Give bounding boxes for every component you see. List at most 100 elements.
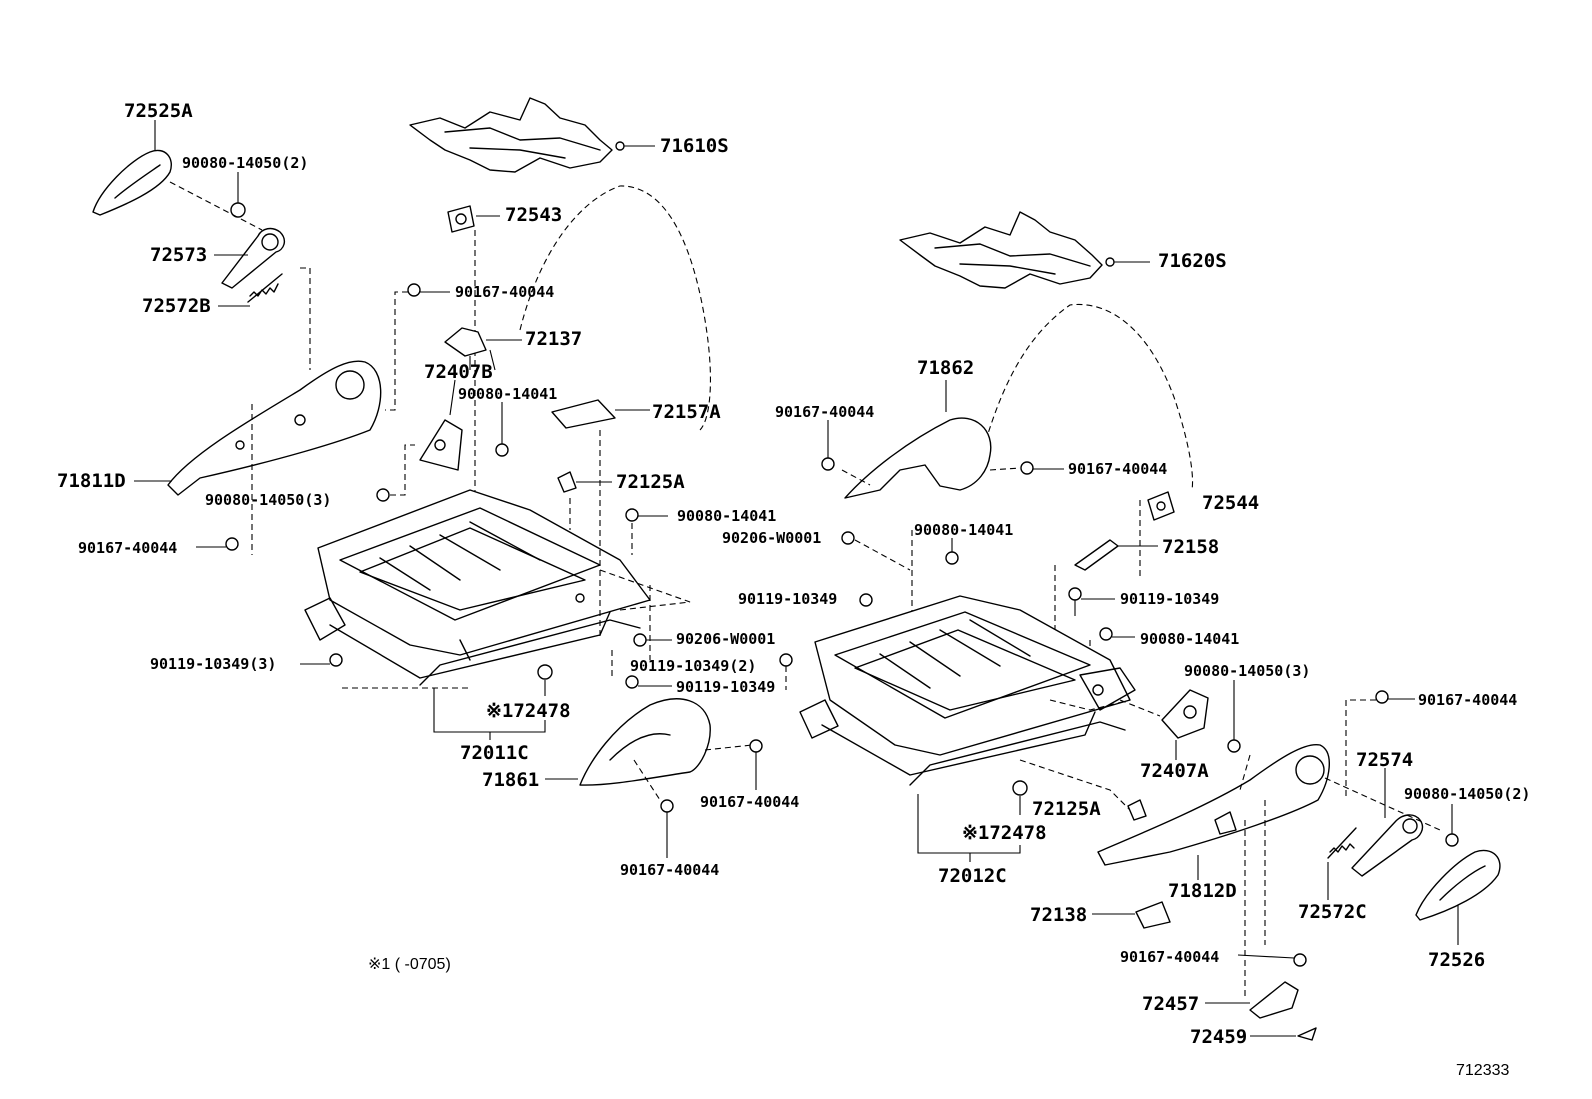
label-90080-14050-2-top: 90080-14050(2) — [182, 154, 308, 172]
cover-71861 — [579, 698, 711, 786]
label-90119-10349-a: 90119-10349 — [676, 678, 775, 696]
label-71812d: 71812D — [1168, 880, 1237, 902]
seat-frame-72011c — [304, 489, 651, 686]
side-cover-71811d — [167, 360, 382, 496]
label-90167-40044-a: 90167-40044 — [455, 283, 554, 301]
label-90167-40044-g: 90167-40044 — [1120, 948, 1219, 966]
clip-72544 — [1147, 491, 1175, 521]
label-72526: 72526 — [1428, 949, 1485, 971]
label-72525a: 72525A — [124, 100, 193, 122]
hinge-72407b — [419, 419, 463, 471]
spring-mat-71610s — [409, 97, 613, 173]
label-90080-14041-b: 90080-14041 — [677, 507, 776, 525]
label-71811d: 71811D — [57, 470, 126, 492]
screw-icon — [1099, 627, 1113, 641]
screw-icon — [495, 443, 509, 457]
screw-icon — [625, 508, 639, 522]
label-72137: 72137 — [525, 328, 582, 350]
label-90080-14050-3-right: 90080-14050(3) — [1184, 662, 1310, 680]
screw-icon — [376, 488, 390, 502]
screw-icon — [230, 172, 246, 218]
label-90119-10349-3: 90119-10349(3) — [150, 655, 276, 673]
spring-72572b — [247, 273, 283, 303]
label-90167-40044-f: 90167-40044 — [1418, 691, 1517, 709]
screw-icon — [1375, 690, 1389, 704]
label-90206-w0001-b: 90206-W0001 — [722, 529, 821, 547]
label-90119-10349-c: 90119-10349 — [1120, 590, 1219, 608]
label-72573: 72573 — [150, 244, 207, 266]
cap-72157a — [551, 399, 616, 429]
label-90119-10349-2: 90119-10349(2) — [630, 657, 756, 675]
label-90167-40044-left: 90167-40044 — [78, 539, 177, 557]
label-72572c: 72572C — [1298, 901, 1367, 923]
label-90167-40044-d: 90167-40044 — [775, 403, 874, 421]
label-72543: 72543 — [505, 204, 562, 226]
label-72407b: 72407B — [424, 361, 493, 383]
bolt-icon — [859, 593, 873, 607]
label-90080-14050-3-left: 90080-14050(3) — [205, 491, 331, 509]
label-72407a: 72407A — [1140, 760, 1209, 782]
label-72138: 72138 — [1030, 904, 1087, 926]
spring-72572c — [1327, 827, 1357, 859]
nut-icon — [537, 664, 553, 696]
bolt-icon — [625, 675, 639, 689]
screw-icon — [1020, 461, 1034, 475]
label-90080-14041-d: 90080-14041 — [1140, 630, 1239, 648]
knob-72525a — [92, 149, 172, 216]
label-72459: 72459 — [1190, 1026, 1247, 1048]
label-71610s: 71610S — [660, 135, 729, 157]
label-72574: 72574 — [1356, 749, 1413, 771]
label-90080-14041-a: 90080-14041 — [458, 385, 557, 403]
screw-icon — [1227, 680, 1241, 753]
label-72125a-a: 72125A — [616, 471, 685, 493]
label-90119-10349-b: 90119-10349 — [738, 590, 837, 608]
bolt-icon — [779, 653, 793, 667]
label-72125a-b: 72125A — [1032, 798, 1101, 820]
label-72011c: 72011C — [460, 742, 529, 764]
screw-icon — [749, 739, 763, 790]
label-90080-14050-2-right: 90080-14050(2) — [1404, 785, 1530, 803]
label-71862: 71862 — [917, 357, 974, 379]
clip-72125a — [1127, 799, 1147, 821]
pad-72457 — [1249, 981, 1299, 1019]
nut-icon — [1012, 780, 1028, 815]
label-72478-b: ※172478 — [962, 822, 1047, 844]
label-72544: 72544 — [1202, 492, 1259, 514]
label-90080-14041-c: 90080-14041 — [914, 521, 1013, 539]
label-72158: 72158 — [1162, 536, 1219, 558]
screw-icon — [225, 537, 239, 551]
label-90167-40044-b: 90167-40044 — [700, 793, 799, 811]
label-72572b: 72572B — [142, 295, 211, 317]
figure-id: 712333 — [1456, 1062, 1509, 1079]
lever-72573 — [221, 227, 286, 289]
screw-icon — [945, 538, 959, 565]
bolt-icon — [841, 531, 855, 545]
knob-72526 — [1415, 849, 1501, 921]
label-71861: 71861 — [482, 769, 539, 791]
side-cover-71812d — [1097, 743, 1330, 866]
screw-icon — [1293, 953, 1307, 967]
screw-icon — [660, 799, 674, 858]
label-90206-w0001-a: 90206-W0001 — [676, 630, 775, 648]
label-72012c: 72012C — [938, 865, 1007, 887]
label-72457: 72457 — [1142, 993, 1199, 1015]
seat-frame-72012c — [799, 595, 1136, 786]
bolt-icon — [1068, 587, 1082, 616]
cover-71862 — [844, 417, 992, 499]
label-90167-40044-e: 90167-40044 — [1068, 460, 1167, 478]
screw-icon — [1445, 804, 1459, 847]
lever-72574 — [1351, 814, 1424, 877]
clip-72459 — [1297, 1027, 1317, 1041]
footnote: ※1 ( -0705) — [368, 956, 451, 973]
bolt-icon — [633, 633, 647, 647]
label-72478-a: ※172478 — [486, 700, 571, 722]
bolt-icon — [329, 653, 343, 667]
bracket-72158 — [1074, 539, 1119, 571]
label-71620s: 71620S — [1158, 250, 1227, 272]
label-90167-40044-c: 90167-40044 — [620, 861, 719, 879]
bracket-72137 — [444, 327, 487, 357]
clip-72543 — [447, 205, 475, 233]
spring-mat-71620s — [899, 211, 1103, 289]
label-72157a: 72157A — [652, 401, 721, 423]
